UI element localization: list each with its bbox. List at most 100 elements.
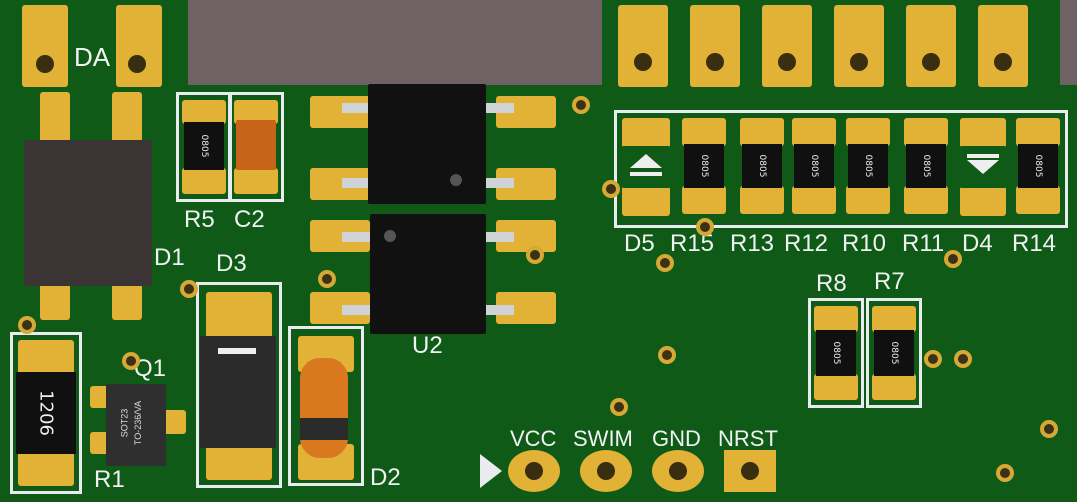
r1206-body: 1206 bbox=[16, 372, 76, 454]
via bbox=[526, 246, 544, 264]
label-d3: D3 bbox=[216, 250, 247, 277]
q1-pad bbox=[162, 410, 186, 434]
r13-pad bbox=[740, 118, 784, 146]
label-d5: D5 bbox=[624, 230, 655, 257]
d1-body bbox=[24, 140, 152, 286]
r1206-outline bbox=[10, 332, 82, 494]
ic1-body bbox=[368, 84, 486, 204]
via bbox=[602, 180, 620, 198]
label-d2: D2 bbox=[370, 464, 401, 491]
label-c2: C2 bbox=[234, 206, 265, 233]
r11-pad bbox=[904, 118, 948, 146]
r12-body: 0805 bbox=[794, 144, 834, 188]
label-r1: R1 bbox=[94, 466, 125, 493]
ic2-lead bbox=[484, 232, 514, 242]
ic2-body bbox=[370, 214, 486, 334]
label-r12: R12 bbox=[784, 230, 829, 257]
r7-pad bbox=[872, 374, 916, 400]
r8-pad bbox=[814, 306, 858, 332]
via bbox=[18, 316, 36, 334]
via bbox=[180, 280, 198, 298]
r7-outline bbox=[866, 298, 922, 408]
via bbox=[658, 346, 676, 364]
via bbox=[572, 96, 590, 114]
ic1-lead bbox=[484, 103, 514, 113]
via bbox=[944, 250, 962, 268]
r7-body: 0805 bbox=[874, 330, 914, 376]
da-pad bbox=[22, 5, 68, 87]
label-r14: R14 bbox=[1012, 230, 1057, 257]
via bbox=[996, 464, 1014, 482]
r14-pad bbox=[1016, 118, 1060, 146]
via bbox=[122, 352, 140, 370]
via bbox=[696, 218, 714, 236]
via bbox=[656, 254, 674, 272]
r5-pad bbox=[182, 100, 226, 124]
label-r13: R13 bbox=[730, 230, 775, 257]
r1206-pad bbox=[18, 450, 74, 486]
q1-body: SOT23 TO-236/VA bbox=[106, 384, 166, 466]
ic1-lead bbox=[342, 103, 372, 113]
r10-body: 0805 bbox=[848, 144, 888, 188]
label-r5: R5 bbox=[184, 206, 215, 233]
da-pad bbox=[116, 5, 162, 87]
via bbox=[924, 350, 942, 368]
d5-pad bbox=[622, 186, 670, 216]
r14-pad bbox=[1016, 186, 1060, 214]
header-pad bbox=[906, 5, 956, 87]
label-u2: U2 bbox=[412, 332, 443, 359]
ic1-lead bbox=[484, 178, 514, 188]
r11-pad bbox=[904, 186, 948, 214]
pin-gnd bbox=[652, 450, 704, 492]
d3-body bbox=[200, 336, 276, 448]
d5-body bbox=[622, 146, 670, 188]
r5-body: 0805 bbox=[184, 122, 224, 170]
ic1-lead bbox=[342, 178, 372, 188]
r8-body: 0805 bbox=[816, 330, 856, 376]
r13-pad bbox=[740, 186, 784, 214]
label-r7: R7 bbox=[874, 268, 905, 295]
r12-pad bbox=[792, 118, 836, 146]
q1-mark-line1: SOT23 bbox=[119, 408, 130, 438]
label-d1: D1 bbox=[154, 244, 185, 271]
r11-body: 0805 bbox=[906, 144, 946, 188]
via bbox=[954, 350, 972, 368]
label-r10: R10 bbox=[842, 230, 887, 257]
d5-pad bbox=[622, 118, 670, 148]
pin-vcc bbox=[508, 450, 560, 492]
via bbox=[610, 398, 628, 416]
connector-label-swim: SWIM bbox=[573, 426, 633, 451]
d1-pad-bottom-left bbox=[40, 280, 70, 320]
pin-swim bbox=[580, 450, 632, 492]
c2-outline bbox=[228, 92, 284, 202]
ic2-lead bbox=[342, 305, 372, 315]
r13-body: 0805 bbox=[742, 144, 782, 188]
r10-pad bbox=[846, 118, 890, 146]
label-r11: R11 bbox=[902, 230, 945, 257]
label-d4: D4 bbox=[962, 230, 993, 257]
r5-pad bbox=[182, 168, 226, 194]
c2-pad bbox=[234, 168, 278, 194]
connector-label-vcc: VCC bbox=[510, 426, 557, 451]
d2-outline bbox=[288, 326, 364, 486]
label-r8: R8 bbox=[816, 270, 847, 297]
d3-outline bbox=[196, 282, 282, 488]
header-pad bbox=[834, 5, 884, 87]
r12-pad bbox=[792, 186, 836, 214]
q1-mark-line2: TO-236/VA bbox=[133, 400, 144, 446]
pin-nrst bbox=[724, 450, 776, 492]
connector-label-nrst: NRST bbox=[718, 426, 778, 451]
r15-pad bbox=[682, 118, 726, 146]
via bbox=[1040, 420, 1058, 438]
header-pad bbox=[618, 5, 668, 87]
via bbox=[318, 270, 336, 288]
d2-body bbox=[300, 358, 348, 458]
header-pad bbox=[978, 5, 1028, 87]
r10-pad bbox=[846, 186, 890, 214]
d1-pad-top-right bbox=[112, 92, 142, 142]
label-da: DA bbox=[74, 42, 111, 72]
r8-outline bbox=[808, 298, 864, 408]
r8-pad bbox=[814, 374, 858, 400]
d1-pad-bottom-right bbox=[112, 280, 142, 320]
